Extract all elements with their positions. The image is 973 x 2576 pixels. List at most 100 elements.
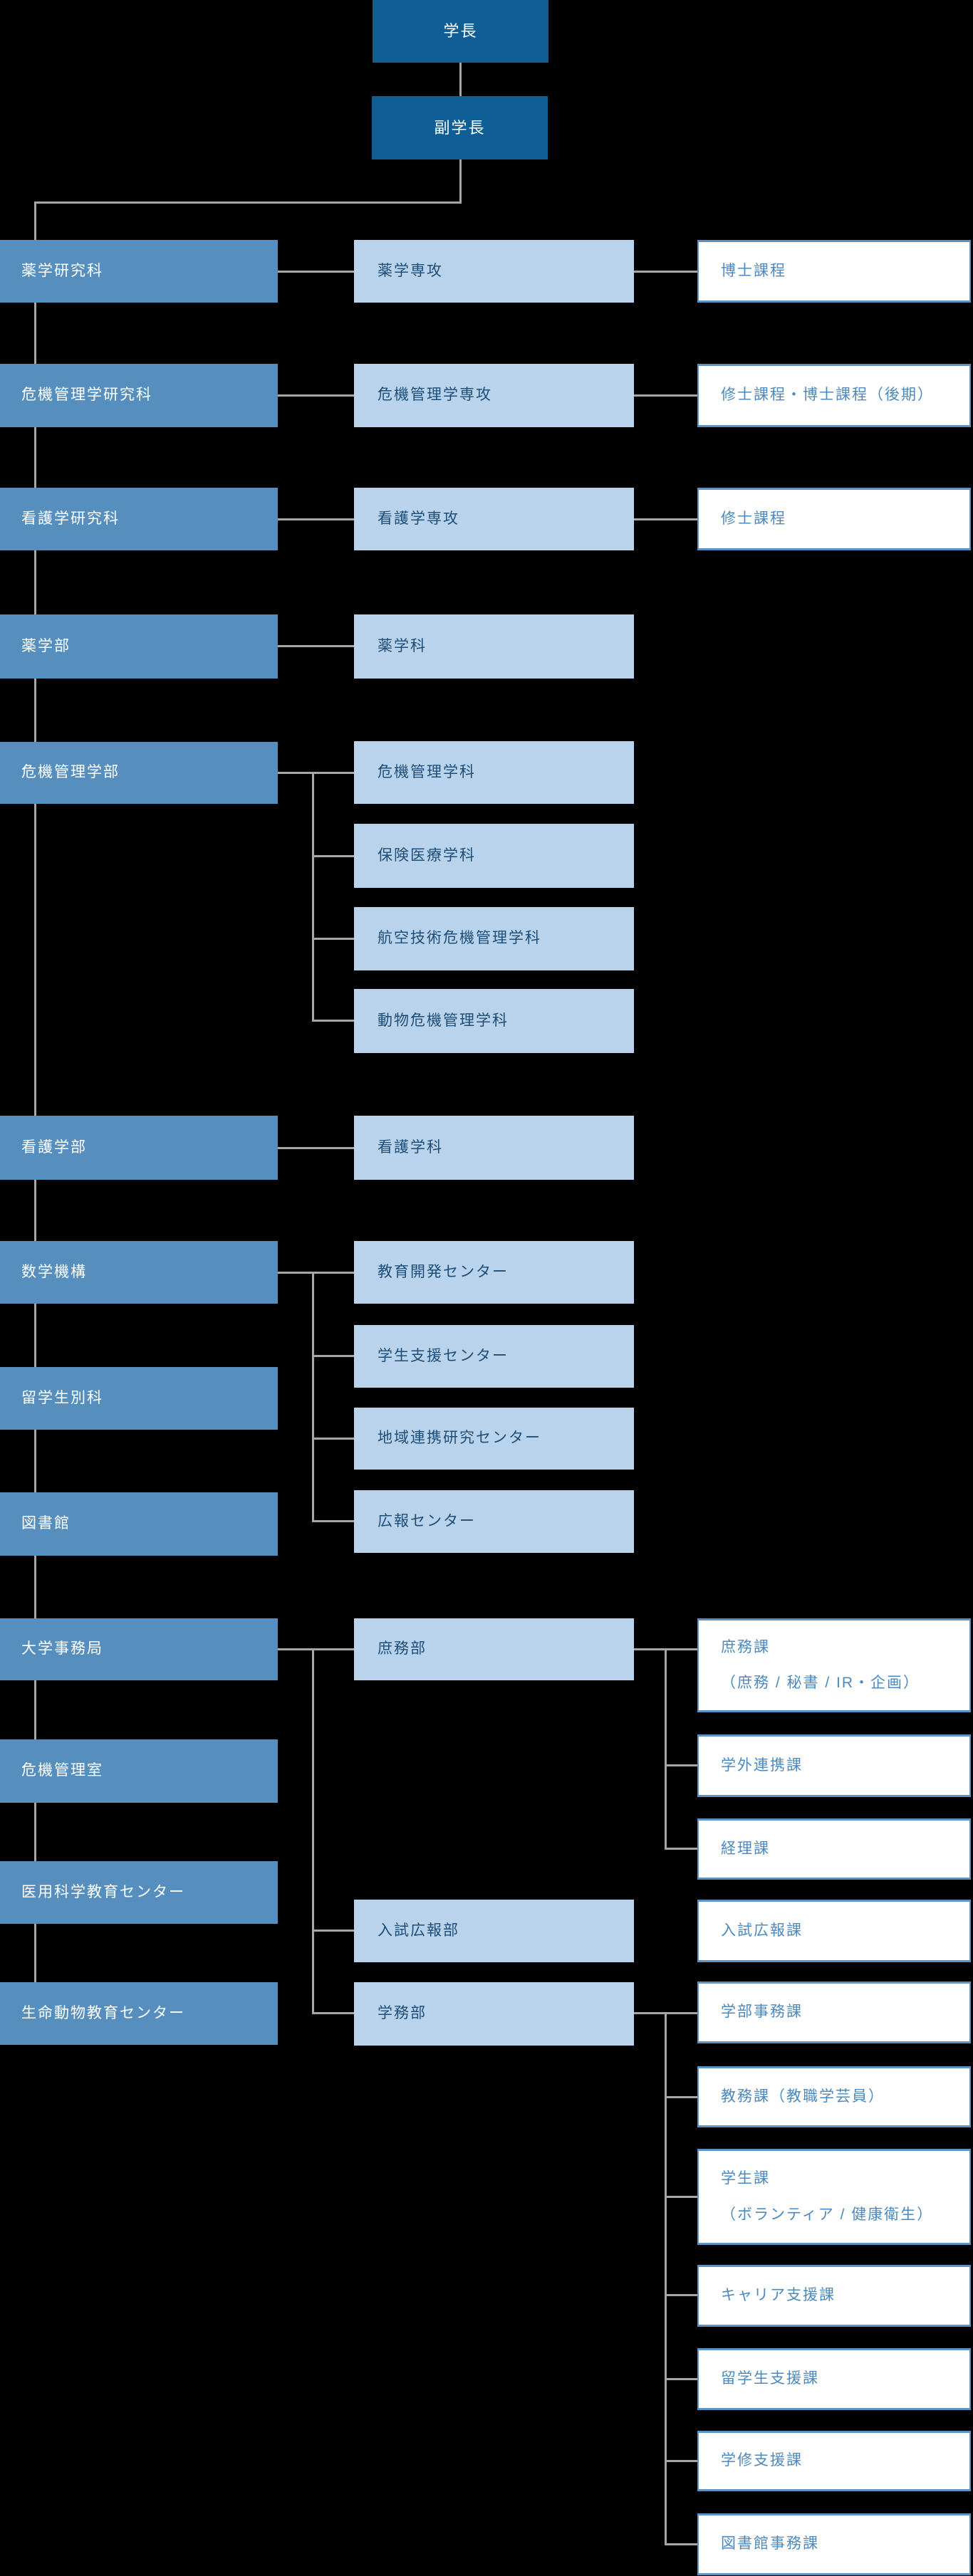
org-box-label: 学生課 [721,2170,770,2187]
connector-line [278,1648,354,1650]
org-box-kokugijutsu-kikikanri-gakka: 航空技術危機管理学科 [354,907,634,970]
connector-line [665,2378,697,2380]
connector-line [312,2012,354,2014]
org-box-label-line2: （ボランティア / 健康衛生） [721,2206,934,2223]
org-box-label: 動物危機管理学科 [378,1012,509,1029]
connector-line [634,271,697,273]
org-box-label: 危機管理学科 [378,763,476,780]
org-box-kikikanri-shitsu: 危機管理室 [0,1739,278,1803]
org-box-label: キャリア支援課 [721,2287,836,2304]
org-box-label: 博士課程 [721,262,786,279]
org-box-label: 薬学科 [378,637,427,654]
org-box-hokeniryo-gakka: 保険医療学科 [354,824,634,888]
org-box-label: 経理課 [721,1840,770,1857]
org-box-label: 学部事務課 [721,2004,803,2021]
org-box-kikikanri-gakka: 危機管理学科 [354,741,634,804]
org-box-label: 看護学専攻 [378,510,459,527]
org-box-label: 看護学研究科 [21,510,120,527]
connector-line [312,1520,354,1522]
org-box-label: 看護学部 [21,1138,87,1156]
org-box-label: 危機管理学研究科 [21,387,152,404]
connector-line [312,1648,314,2014]
org-box-label: 薬学専攻 [378,262,443,279]
connector-line [278,518,354,520]
org-box-kangogaku-senko: 看護学専攻 [354,488,634,550]
org-box-chiikirenkei-kenkyu-center: 地域連携研究センター [354,1408,634,1470]
connector-line [459,63,462,96]
org-box-label: 学修支援課 [721,2452,803,2469]
org-box-gakucho: 学長 [373,0,548,63]
connector-line [312,938,354,940]
org-box-yakugaku-senko: 薬学専攻 [354,240,634,303]
connector-line [312,1355,354,1357]
connector-line [278,645,354,647]
org-box-keirika: 経理課 [697,1818,971,1880]
org-box-label: 保険医療学科 [378,847,476,864]
connector-line [634,518,697,520]
connector-line [665,1764,697,1766]
org-box-label: 生命動物教育センター [21,2004,185,2021]
connector-line [312,1438,354,1440]
org-box-label: 学生支援センター [378,1347,509,1364]
org-box-dobutsu-kikikanri-gakka: 動物危機管理学科 [354,989,634,1053]
org-box-kikikanrigaku-senko: 危機管理学専攻 [354,364,634,427]
org-box-sugaku-kiko: 数学機構 [0,1241,278,1304]
connector-line [665,2294,697,2296]
org-box-gakubu-jimuka: 学部事務課 [697,1981,971,2043]
org-box-gakusei-shien-center: 学生支援センター [354,1325,634,1388]
org-box-label: 危機管理室 [21,1762,103,1779]
org-box-koho-center: 広報センター [354,1490,634,1553]
connector-line [459,159,462,203]
connector-line [665,1648,667,1850]
org-box-gakumubu: 学務部 [354,1982,634,2046]
org-box-yakugaku-kenkyuka: 薬学研究科 [0,240,278,303]
org-box-label: 留学生別科 [21,1389,103,1406]
org-box-label: 学外連携課 [721,1756,803,1774]
org-box-kyoiku-kaihatsu-center: 教育開発センター [354,1241,634,1304]
org-box-label: 図書館 [21,1515,71,1532]
org-box-label: 教育開発センター [378,1263,509,1280]
org-box-label: 危機管理学専攻 [378,387,492,404]
org-box-toshokan-jimuka: 図書館事務課 [697,2513,971,2575]
connector-line [278,271,354,273]
org-box-label: 入試広報部 [378,1922,459,1939]
org-box-label: 数学機構 [21,1263,87,1280]
org-box-nyushi-kohoka: 入試広報課 [697,1900,971,1962]
org-box-shushi-hakushi-katei: 修士課程・博士課程（後期） [697,364,971,427]
org-box-label: 地域連携研究センター [378,1430,541,1447]
org-box-yakugakka: 薬学科 [354,614,634,679]
connector-line [278,394,354,397]
org-box-label: 薬学部 [21,637,71,654]
connector-line [665,2460,697,2462]
org-box-label: 看護学科 [378,1138,443,1156]
org-box-iyokagaku-kyoiku-center: 医用科学教育センター [0,1861,278,1924]
org-box-label: 大学事務局 [21,1640,103,1658]
connector-line [278,1147,354,1149]
org-box-label: 入試広報課 [721,1922,803,1939]
org-box-toshokan: 図書館 [0,1492,278,1556]
org-box-label: 学務部 [378,2005,427,2022]
connector-line [34,201,36,1982]
org-box-label: 副学長 [434,118,486,137]
org-box-label: 危機管理学部 [21,764,120,781]
org-box-career-shienka: キャリア支援課 [697,2265,971,2327]
connector-line [665,2196,697,2198]
org-box-label: 修士課程 [721,510,786,527]
org-box-kangogaku-kenkyuka: 看護学研究科 [0,488,278,550]
org-box-gakugai-renkeika: 学外連携課 [697,1734,971,1797]
connector-line [312,772,314,1022]
connector-line [665,1848,697,1850]
org-box-kikikanrigaku-kenkyuka: 危機管理学研究科 [0,364,278,427]
connector-line [312,855,354,857]
org-box-shushi-katei: 修士課程 [697,488,971,550]
org-box-kikikanri-gakubu: 危機管理学部 [0,742,278,804]
connector-line [312,1272,314,1522]
org-box-label: 航空技術危機管理学科 [378,930,541,947]
org-box-label: 留学生支援課 [721,2370,819,2387]
org-box-hakushi-katei: 博士課程 [697,240,971,303]
org-box-shomuka: 庶務課（庶務 / 秘書 / IR・企画） [697,1618,971,1712]
org-box-yakugakubu: 薬学部 [0,614,278,679]
org-box-shomubu: 庶務部 [354,1618,634,1680]
connector-line [665,2012,667,2545]
